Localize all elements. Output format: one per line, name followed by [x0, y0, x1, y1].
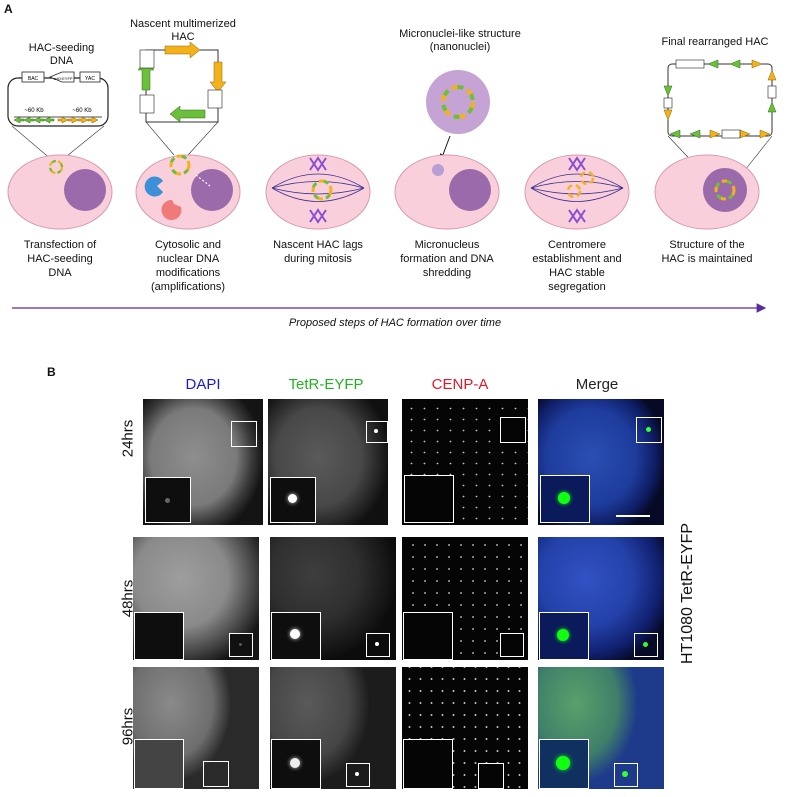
zoom-inset — [270, 477, 316, 523]
step-1-title: HAC-seeding DNA — [28, 42, 95, 67]
zoom-inset — [539, 612, 589, 660]
svg-text:~60 Kb: ~60 Kb — [72, 108, 92, 114]
zoom-box — [231, 421, 257, 447]
side-label-cell-line: HT1080 TetR-EYFP — [679, 522, 696, 664]
zoom-box — [366, 633, 390, 657]
image-merge-96hrs — [538, 667, 664, 789]
zoom-box — [229, 633, 253, 657]
step-6-title: Final rearranged HAC — [661, 36, 769, 48]
zoom-box — [500, 633, 524, 657]
panel-a-diagram: BAC tetO:EYFP YAC ~60 Kb ~60 Kb — [7, 41, 777, 313]
col-header-merge: Merge — [575, 376, 619, 393]
zoom-box — [636, 417, 662, 443]
image-dapi-24hrs — [143, 399, 263, 525]
step-2-caption: Cytosolic and nuclear DNA modifications … — [151, 239, 225, 293]
svg-text:tetO:EYFP: tetO:EYFP — [53, 76, 72, 81]
zoom-inset — [271, 612, 321, 660]
panel-a-letter: A — [4, 2, 13, 16]
col-header-cenp-a: CENP-A — [431, 376, 489, 393]
step-4-caption: Micronucleus formation and DNA shredding — [400, 239, 494, 279]
nucleus-6 — [703, 168, 747, 212]
zoom-box — [634, 633, 658, 657]
zoom-inset — [403, 612, 453, 660]
image-cenp-a-24hrs — [402, 399, 528, 525]
nanonucleus-enlarged — [426, 70, 490, 134]
nucleus-4 — [449, 169, 491, 211]
mitotic-spindle-5 — [530, 173, 624, 202]
image-dapi-48hrs — [133, 537, 259, 660]
zoom-inset — [134, 612, 184, 660]
multimerized-hac-loop — [137, 41, 227, 123]
step-3-caption: Nascent HAC lags during mitosis — [273, 239, 363, 265]
nucleus-1 — [64, 169, 106, 211]
zoom-box — [500, 417, 526, 443]
zoom-inset — [404, 475, 454, 523]
col-header-tetr-eyfp: TetR-EYFP — [288, 376, 364, 393]
zoom-box — [478, 763, 504, 789]
zoom-inset — [134, 739, 184, 789]
cell-3 — [265, 154, 371, 230]
cell-5 — [524, 154, 630, 230]
zoom-box — [614, 763, 638, 787]
zoom-inset — [403, 739, 453, 789]
image-merge-24hrs — [538, 399, 664, 525]
svg-text:~60 Kb: ~60 Kb — [24, 108, 44, 114]
step-4-title: Micronuclei-like structure (nanonuclei) — [399, 28, 521, 53]
image-cenp-a-96hrs — [402, 667, 528, 789]
zoom-inset — [540, 475, 590, 523]
image-tetr-eyfp-24hrs — [268, 399, 388, 525]
step-2-title: Nascent multimerized HAC — [130, 18, 236, 43]
scale-bar — [616, 515, 650, 517]
final-rearranged-hac-loop — [663, 59, 777, 139]
mitotic-spindle-3 — [271, 173, 365, 202]
panel-b-letter: B — [47, 365, 56, 379]
hac-seeding-plasmid: BAC tetO:EYFP YAC ~60 Kb ~60 Kb — [7, 71, 109, 127]
zoom-inset — [271, 739, 321, 789]
nucleus-2 — [191, 169, 233, 211]
svg-text:YAC: YAC — [85, 76, 95, 82]
zoom-inset — [539, 739, 589, 789]
zoom-box — [366, 421, 388, 443]
col-header-dapi: DAPI — [185, 376, 221, 393]
svg-text:BAC: BAC — [28, 76, 39, 82]
zoom-box — [203, 761, 229, 787]
step-1-caption: Transfection of HAC-seeding DNA — [23, 239, 97, 279]
step-6-caption: Structure of the HAC is maintained — [661, 239, 753, 265]
zoom-box — [346, 763, 370, 787]
image-dapi-96hrs — [133, 667, 259, 789]
timeline-label: Proposed steps of HAC formation over tim… — [288, 317, 502, 329]
image-tetr-eyfp-48hrs — [270, 537, 396, 660]
image-tetr-eyfp-96hrs — [270, 667, 396, 789]
row-label-24hrs: 24hrs — [119, 419, 137, 458]
image-cenp-a-48hrs — [402, 537, 528, 660]
step-5-caption: Centromere establishment and HAC stable … — [532, 239, 622, 293]
zoom-inset — [145, 477, 191, 523]
image-merge-48hrs — [538, 537, 664, 660]
